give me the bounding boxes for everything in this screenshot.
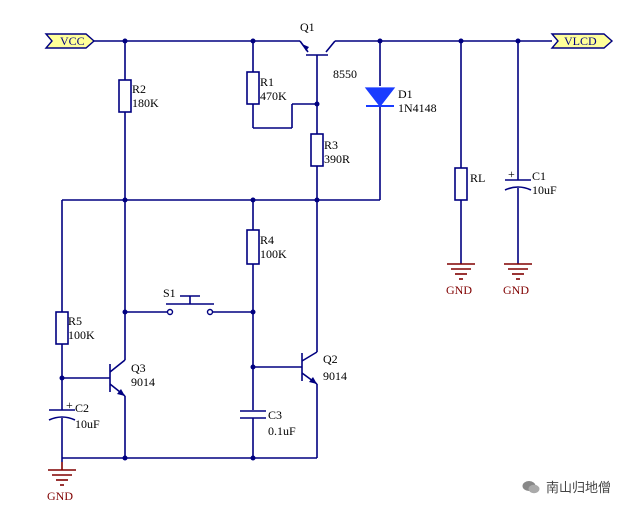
d1-diode: D1 1N4148 <box>364 87 437 115</box>
r2-resistor: R2 180K <box>118 79 159 113</box>
wires <box>61 40 552 462</box>
q1-value: 8550 <box>333 67 357 81</box>
r2-ref: R2 <box>132 82 146 96</box>
c1-ground: GND <box>503 263 532 297</box>
s1-switch: S1 <box>163 286 214 316</box>
main-gnd-label: GND <box>47 489 73 503</box>
vcc-port: VCC <box>44 33 96 49</box>
c2-ref: C2 <box>75 401 89 415</box>
q2-transistor: Q2 9014 <box>301 351 347 385</box>
s1-ref: S1 <box>163 286 176 300</box>
r1-ref: R1 <box>260 75 274 89</box>
c3-capacitor: C3 0.1uF <box>240 408 296 438</box>
wechat-icon <box>522 480 540 493</box>
vlcd-label: VLCD <box>564 34 597 48</box>
c1-capacitor: + C1 10uF <box>504 167 557 197</box>
rl-gnd-label: GND <box>446 283 472 297</box>
c2-plus-icon: + <box>66 398 73 412</box>
q3-transistor: Q3 9014 <box>109 359 155 397</box>
rl-ref: RL <box>470 171 485 185</box>
q3-value: 9014 <box>131 375 155 389</box>
q1-ref: Q1 <box>300 20 315 34</box>
q2-ref: Q2 <box>323 352 338 366</box>
c1-value: 10uF <box>532 183 557 197</box>
r1-value: 470K <box>260 89 287 103</box>
rl-ground: GND <box>446 263 475 297</box>
q1-transistor: Q1 8550 <box>299 20 357 81</box>
c1-gnd-label: GND <box>503 283 529 297</box>
r4-resistor: R4 100K <box>246 229 287 265</box>
rl-resistor: RL <box>454 167 485 201</box>
main-ground: GND <box>47 462 76 503</box>
c2-capacitor: + C2 10uF <box>48 398 100 431</box>
vlcd-port: VLCD <box>550 33 614 49</box>
r4-value: 100K <box>260 247 287 261</box>
r1-resistor: R1 470K <box>246 71 287 105</box>
r4-ref: R4 <box>260 233 274 247</box>
r5-ref: R5 <box>68 314 82 328</box>
c2-value: 10uF <box>75 417 100 431</box>
c1-plus-icon: + <box>508 167 515 181</box>
r3-ref: R3 <box>324 138 338 152</box>
watermark-text: 南山归地僧 <box>545 481 611 496</box>
junctions <box>59 38 521 461</box>
r3-value: 390R <box>324 152 350 166</box>
q3-ref: Q3 <box>131 361 146 375</box>
c1-ref: C1 <box>532 169 546 183</box>
r5-value: 100K <box>68 328 95 342</box>
r3-resistor: R3 390R <box>310 133 350 167</box>
q2-value: 9014 <box>323 369 347 383</box>
r2-value: 180K <box>132 96 159 110</box>
d1-ref: D1 <box>398 87 413 101</box>
r5-resistor: R5 100K <box>55 311 95 345</box>
vcc-label: VCC <box>60 34 85 48</box>
c3-value: 0.1uF <box>268 424 296 438</box>
c3-ref: C3 <box>268 408 282 422</box>
d1-value: 1N4148 <box>398 101 437 115</box>
watermark: 南山归地僧 <box>522 477 611 496</box>
